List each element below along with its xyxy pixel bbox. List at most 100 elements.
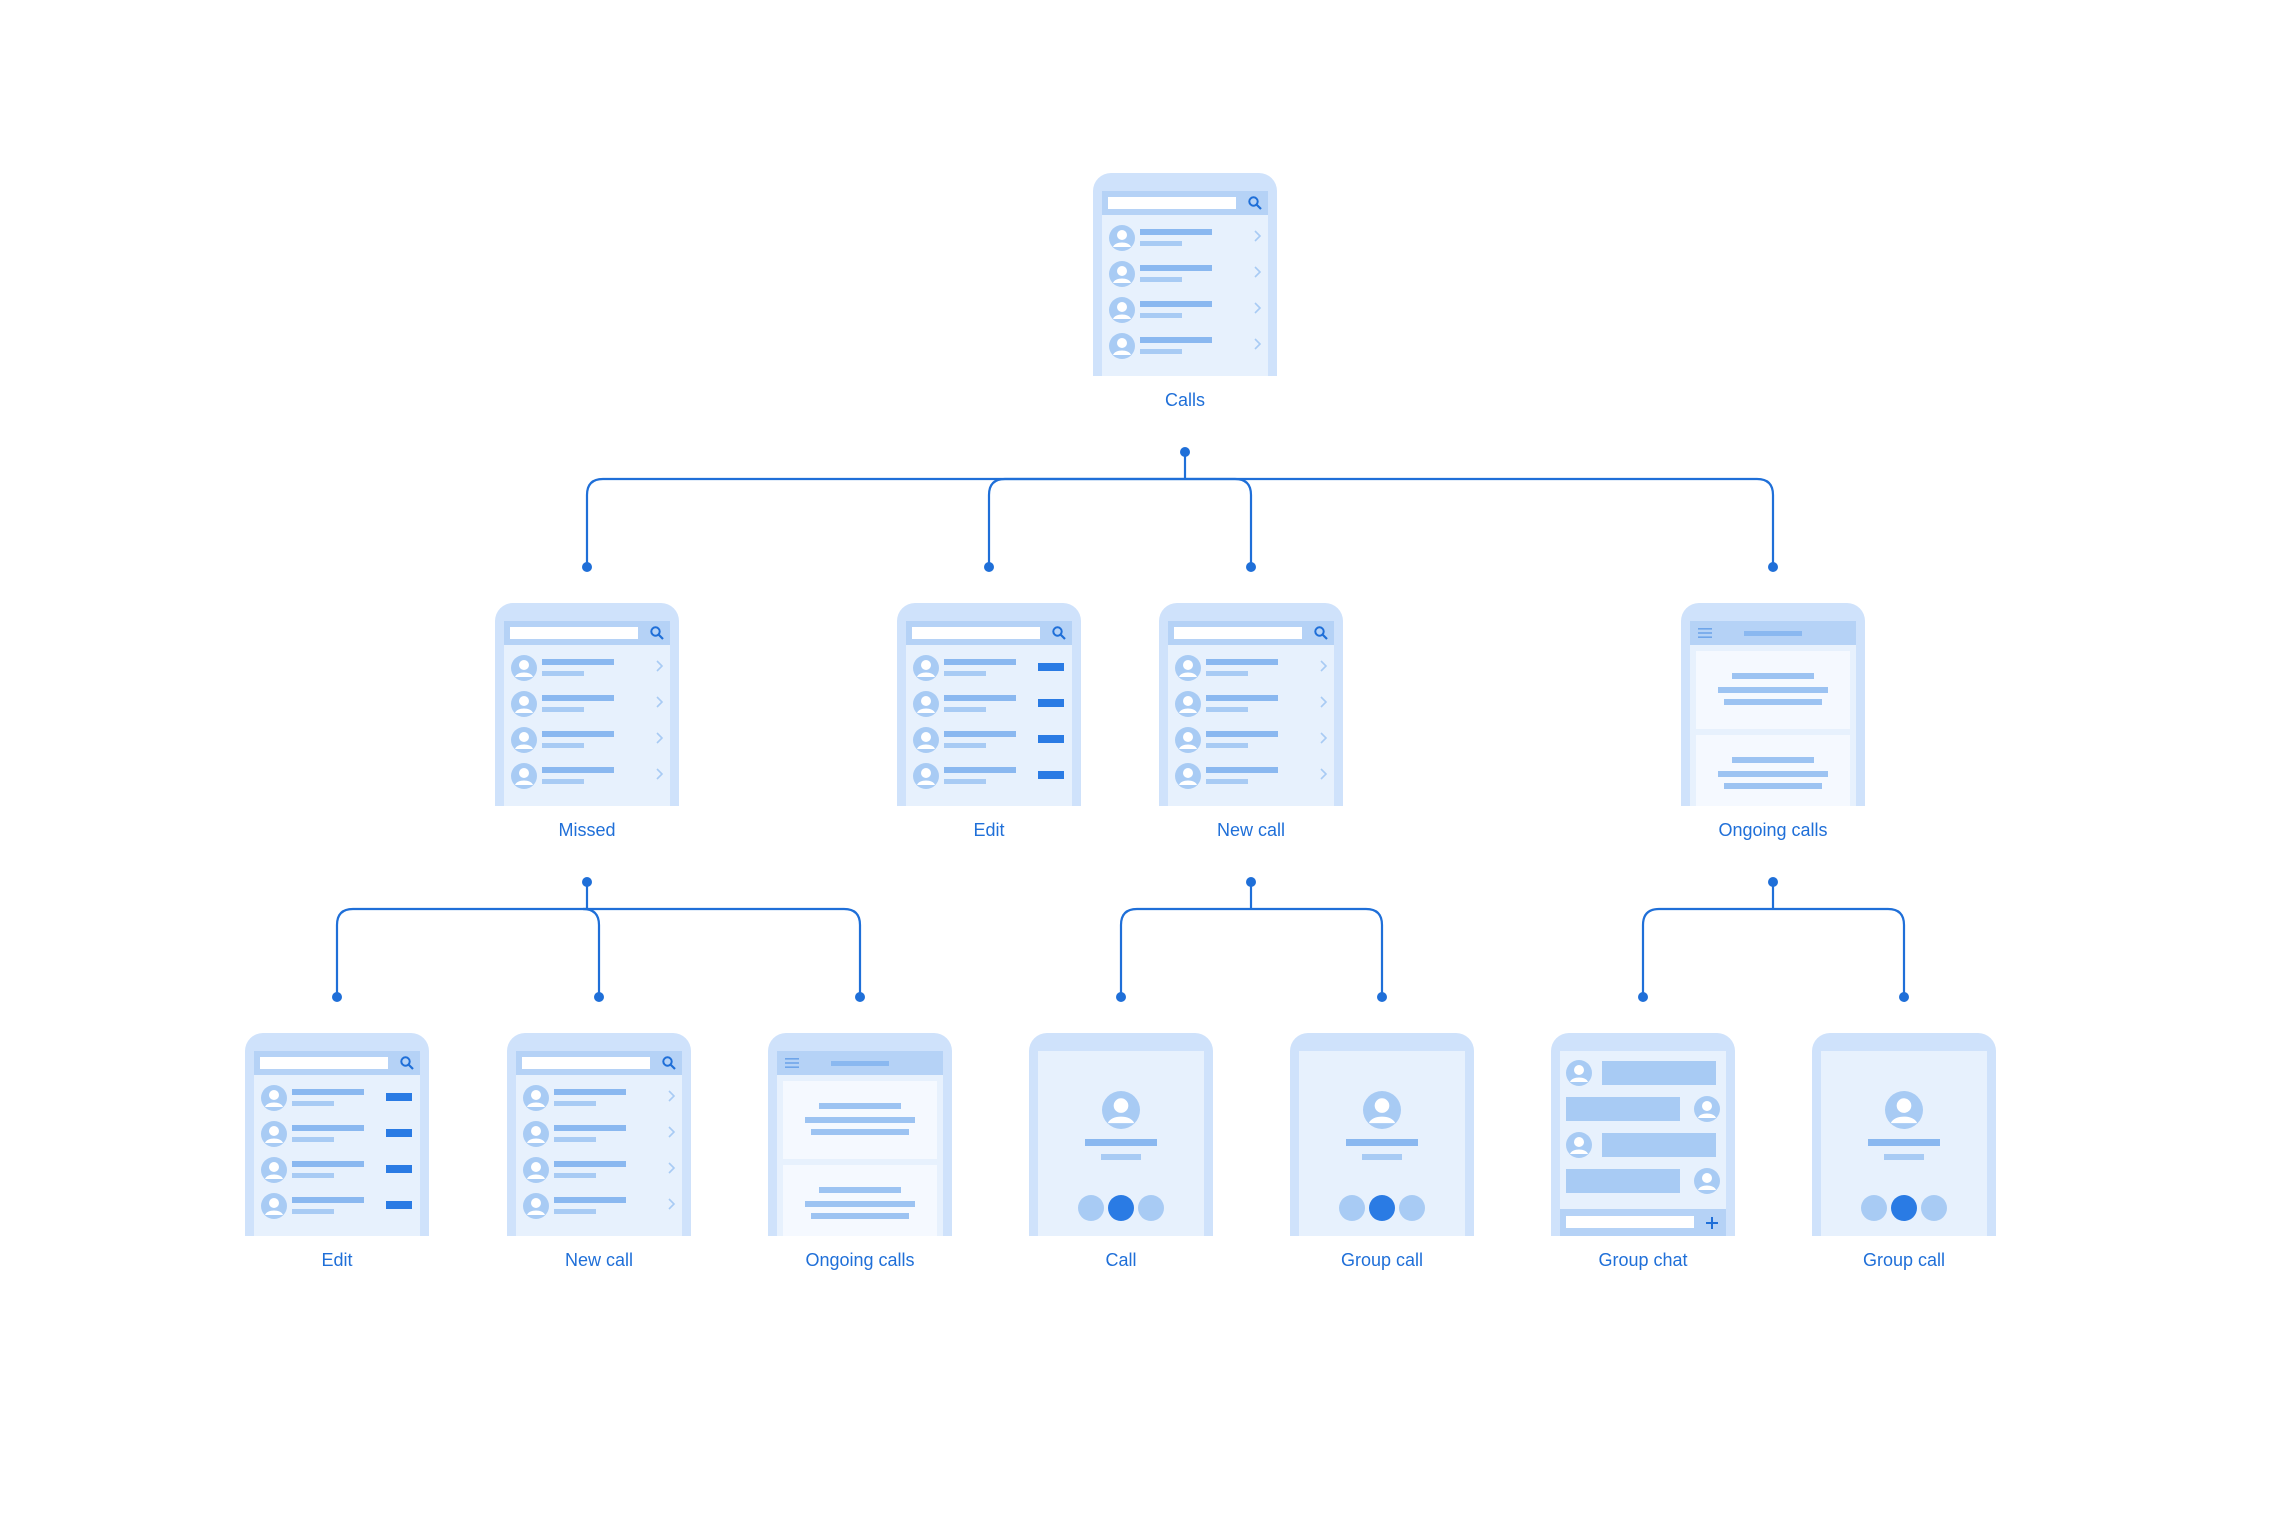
message-input[interactable] <box>1566 1216 1694 1228</box>
menu-icon[interactable] <box>785 1057 799 1069</box>
screen-node-group-call-1[interactable]: Group call <box>1290 1033 1474 1270</box>
avatar-icon <box>1175 655 1201 681</box>
plus-icon[interactable] <box>1704 1215 1720 1231</box>
list-item[interactable] <box>1168 757 1334 793</box>
screen-node-call[interactable]: Call <box>1029 1033 1213 1270</box>
search-icon[interactable] <box>661 1055 677 1071</box>
list-item[interactable] <box>1102 291 1268 327</box>
search-bar[interactable] <box>516 1051 682 1075</box>
delete-tag[interactable] <box>386 1165 412 1173</box>
call-card[interactable] <box>783 1081 937 1159</box>
search-input[interactable] <box>260 1057 388 1069</box>
screen-node-edit[interactable]: Edit <box>897 603 1081 840</box>
screen-node-group-call-2[interactable]: Group call <box>1812 1033 1996 1270</box>
detail-placeholder <box>1206 707 1248 712</box>
chevron-right-icon <box>1320 768 1328 780</box>
list-item[interactable] <box>906 721 1072 757</box>
list-item[interactable] <box>254 1187 420 1223</box>
list-item[interactable] <box>516 1079 682 1115</box>
screen-node-missed[interactable]: Missed <box>495 603 679 840</box>
delete-tag[interactable] <box>1038 771 1064 779</box>
detail-placeholder <box>1206 743 1248 748</box>
avatar-icon <box>913 655 939 681</box>
call-action-button[interactable] <box>1921 1195 1947 1221</box>
call-card[interactable] <box>783 1165 937 1236</box>
delete-tag[interactable] <box>386 1201 412 1209</box>
avatar-icon <box>1175 691 1201 717</box>
avatar-icon <box>523 1193 549 1219</box>
screen-node-ongoing-calls[interactable]: Ongoing calls <box>1681 603 1865 840</box>
screen-label: Edit <box>973 820 1005 840</box>
search-input[interactable] <box>912 627 1040 639</box>
screen-node-missed-ongoing-calls[interactable]: Ongoing calls <box>768 1033 952 1270</box>
call-action-button-active[interactable] <box>1369 1195 1395 1221</box>
card-title-placeholder <box>1732 673 1814 679</box>
list-item[interactable] <box>254 1151 420 1187</box>
search-input[interactable] <box>522 1057 650 1069</box>
list-item[interactable] <box>504 721 670 757</box>
list-item[interactable] <box>1168 721 1334 757</box>
call-action-button-active[interactable] <box>1108 1195 1134 1221</box>
search-icon[interactable] <box>1051 625 1067 641</box>
call-card[interactable] <box>1696 735 1850 806</box>
list-item[interactable] <box>1102 255 1268 291</box>
list-item[interactable] <box>906 757 1072 793</box>
screen-node-missed-edit[interactable]: Edit <box>245 1033 429 1270</box>
list-item[interactable] <box>504 757 670 793</box>
screen-node-new-call[interactable]: New call <box>1159 603 1343 840</box>
delete-tag[interactable] <box>386 1129 412 1137</box>
detail-placeholder <box>542 707 584 712</box>
list-item[interactable] <box>254 1079 420 1115</box>
screen-label: Call <box>1105 1250 1137 1270</box>
screen-node-group-chat[interactable]: Group chat <box>1551 1033 1735 1270</box>
screen-wireframe <box>1690 621 1856 806</box>
screen-wireframe <box>1560 1051 1726 1236</box>
search-input[interactable] <box>1108 197 1236 209</box>
search-icon[interactable] <box>649 625 665 641</box>
name-placeholder <box>1140 301 1212 307</box>
avatar-icon <box>913 763 939 789</box>
call-action-button[interactable] <box>1399 1195 1425 1221</box>
search-bar[interactable] <box>906 621 1072 645</box>
list-item[interactable] <box>906 649 1072 685</box>
list-item[interactable] <box>516 1115 682 1151</box>
list-item[interactable] <box>1168 649 1334 685</box>
list-item[interactable] <box>1102 219 1268 255</box>
delete-tag[interactable] <box>1038 663 1064 671</box>
call-card[interactable] <box>1696 651 1850 729</box>
list-item[interactable] <box>504 649 670 685</box>
list-item[interactable] <box>504 685 670 721</box>
call-action-button[interactable] <box>1339 1195 1365 1221</box>
call-action-button-active[interactable] <box>1891 1195 1917 1221</box>
search-bar[interactable] <box>504 621 670 645</box>
list-item[interactable] <box>1168 685 1334 721</box>
avatar-icon <box>261 1157 287 1183</box>
call-action-button[interactable] <box>1138 1195 1164 1221</box>
menu-icon[interactable] <box>1698 627 1712 639</box>
list-item[interactable] <box>516 1151 682 1187</box>
delete-tag[interactable] <box>1038 699 1064 707</box>
name-placeholder <box>944 731 1016 737</box>
search-icon[interactable] <box>1313 625 1329 641</box>
list-item[interactable] <box>254 1115 420 1151</box>
detail-placeholder <box>292 1209 334 1214</box>
list-item[interactable] <box>1102 327 1268 363</box>
search-bar[interactable] <box>254 1051 420 1075</box>
screen-node-calls[interactable]: Calls <box>1093 173 1277 410</box>
call-action-button[interactable] <box>1078 1195 1104 1221</box>
search-input[interactable] <box>1174 627 1302 639</box>
search-bar[interactable] <box>1168 621 1334 645</box>
delete-tag[interactable] <box>1038 735 1064 743</box>
list-item[interactable] <box>906 685 1072 721</box>
delete-tag[interactable] <box>386 1093 412 1101</box>
chevron-right-icon <box>1254 266 1262 278</box>
search-input[interactable] <box>510 627 638 639</box>
connector-line <box>582 907 601 997</box>
list-item[interactable] <box>516 1187 682 1223</box>
screen-node-missed-new-call[interactable]: New call <box>507 1033 691 1270</box>
search-icon[interactable] <box>399 1055 415 1071</box>
avatar-icon <box>1566 1060 1592 1086</box>
search-icon[interactable] <box>1247 195 1263 211</box>
search-bar[interactable] <box>1102 191 1268 215</box>
call-action-button[interactable] <box>1861 1195 1887 1221</box>
